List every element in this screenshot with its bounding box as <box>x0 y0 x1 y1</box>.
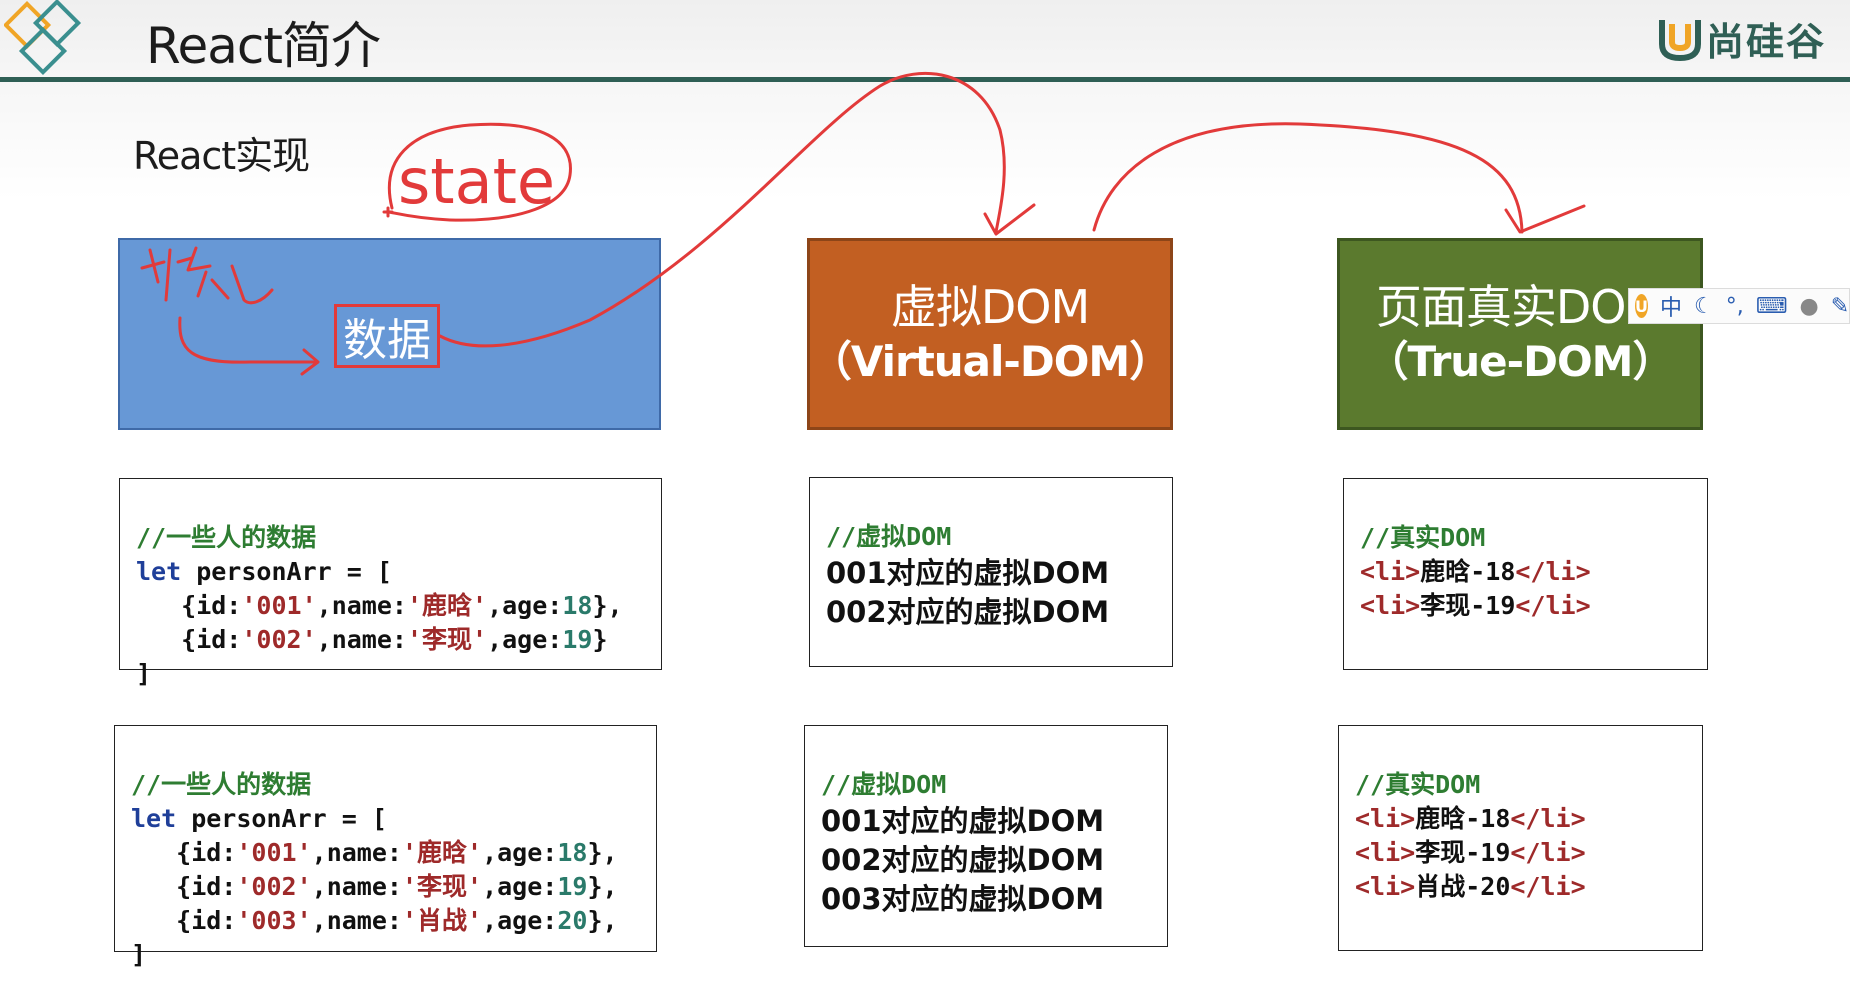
code-name: '李现' <box>406 625 488 654</box>
code-age: 20 <box>557 906 588 935</box>
code-id: '002' <box>236 872 312 901</box>
code-tag-open: <li> <box>1355 838 1416 867</box>
code-obj-mid: ,name: <box>311 872 402 901</box>
code-tag-close: </li> <box>1515 557 1591 586</box>
page-title: React简介 <box>146 17 381 75</box>
keyboard-icon[interactable]: ⌨ <box>1755 293 1788 319</box>
code-li-text: 李现-19 <box>1420 591 1516 620</box>
code-li-text: 鹿晗-18 <box>1420 557 1516 586</box>
code-real-row-2: //真实DOM <li>鹿晗-18</li> <li>李现-19</li> <l… <box>1338 725 1703 951</box>
virtual-dom-title: 虚拟DOM <box>890 280 1090 334</box>
code-comment: //虚拟DOM <box>821 770 947 799</box>
code-tag-close: </li> <box>1515 591 1591 620</box>
code-keyword: let <box>131 804 177 833</box>
code-close: ] <box>131 940 147 969</box>
code-obj-end: }, <box>592 591 623 620</box>
code-tag-close: </li> <box>1510 804 1586 833</box>
code-tag-open: <li> <box>1360 591 1421 620</box>
code-comment: //真实DOM <box>1360 523 1486 552</box>
wrench-icon[interactable]: ✎ <box>1830 293 1850 319</box>
virtual-line: 002对应的虚拟DOM <box>821 843 1105 877</box>
code-age: 19 <box>562 625 593 654</box>
code-comment: //一些人的数据 <box>131 770 312 799</box>
virtual-line: 001对应的虚拟DOM <box>821 804 1105 838</box>
moon-icon[interactable]: ☾ <box>1694 293 1714 319</box>
code-obj-end: }, <box>587 838 618 867</box>
state-annotation: state <box>398 145 555 218</box>
logo-diamonds-icon <box>4 0 82 76</box>
code-text: personArr = [ <box>181 557 392 586</box>
code-age-key: ,age: <box>482 838 558 867</box>
code-tag-close: </li> <box>1510 872 1586 901</box>
code-age-key: ,age: <box>482 872 558 901</box>
code-id: '001' <box>241 591 317 620</box>
code-obj-mid: ,name: <box>311 838 402 867</box>
data-label: 数据 <box>334 304 440 368</box>
code-obj-mid: ,name: <box>316 625 407 654</box>
code-tag-open: <li> <box>1355 872 1416 901</box>
code-tag-open: <li> <box>1355 804 1416 833</box>
code-obj-end: } <box>592 625 608 654</box>
virtual-line: 002对应的虚拟DOM <box>826 595 1110 629</box>
code-id: '001' <box>236 838 312 867</box>
code-text: personArr = [ <box>176 804 387 833</box>
code-age: 19 <box>557 872 588 901</box>
state-circle <box>386 122 572 222</box>
vdom-to-rdom-arc <box>1092 122 1524 234</box>
code-data-row-2: //一些人的数据 let personArr = [ {id:'001',nam… <box>114 725 657 969</box>
code-name: '鹿晗' <box>406 591 488 620</box>
virtual-dom-subtitle: （Virtual-DOM） <box>809 337 1171 386</box>
code-obj-pre: {id: <box>176 838 237 867</box>
virtual-dom-box: 虚拟DOM （Virtual-DOM） <box>807 238 1173 430</box>
code-id: '002' <box>241 625 317 654</box>
code-obj-mid: ,name: <box>316 591 407 620</box>
code-obj-pre: {id: <box>176 906 237 935</box>
code-comment: //一些人的数据 <box>136 523 317 552</box>
code-name: '肖战' <box>401 906 483 935</box>
code-name: '李现' <box>401 872 483 901</box>
code-age: 18 <box>557 838 588 867</box>
code-age-key: ,age: <box>487 625 563 654</box>
ime-toolbar[interactable]: U 中 ☾ °, ⌨ ● ✎ <box>1628 288 1850 324</box>
user-icon[interactable]: ● <box>1799 293 1819 319</box>
code-tag-close: </li> <box>1510 838 1586 867</box>
virtual-line: 001对应的虚拟DOM <box>826 556 1110 590</box>
code-obj-end: }, <box>587 872 618 901</box>
code-tag-open: <li> <box>1360 557 1421 586</box>
code-close: ] <box>136 659 152 688</box>
code-li-text: 鹿晗-18 <box>1415 804 1511 833</box>
code-age: 18 <box>562 591 593 620</box>
real-dom-subtitle: （True-DOM） <box>1366 337 1675 386</box>
real-dom-box: 页面真实DOM （True-DOM） <box>1337 238 1703 430</box>
code-comment: //虚拟DOM <box>826 522 952 551</box>
code-age-key: ,age: <box>482 906 558 935</box>
brand-logo: 尚硅谷 <box>1658 10 1826 66</box>
code-obj-end: }, <box>587 906 618 935</box>
punctuation-icon[interactable]: °, <box>1725 293 1744 319</box>
ime-mode[interactable]: 中 <box>1660 296 1683 321</box>
header-divider <box>0 77 1850 82</box>
code-age-key: ,age: <box>487 591 563 620</box>
code-li-text: 肖战-20 <box>1415 872 1511 901</box>
brand-badge-icon <box>1658 20 1701 62</box>
virtual-line: 003对应的虚拟DOM <box>821 882 1105 916</box>
code-keyword: let <box>136 557 182 586</box>
real-dom-title: 页面真实DOM <box>1375 280 1665 334</box>
code-obj-pre: {id: <box>181 625 242 654</box>
code-li-text: 李现-19 <box>1415 838 1511 867</box>
code-obj-pre: {id: <box>181 591 242 620</box>
section-subtitle: React实现 <box>133 134 310 178</box>
code-obj-pre: {id: <box>176 872 237 901</box>
code-virtual-row-1: //虚拟DOM 001对应的虚拟DOM 002对应的虚拟DOM <box>809 477 1173 667</box>
code-id: '003' <box>236 906 312 935</box>
brand-text: 尚硅谷 <box>1705 19 1826 64</box>
code-virtual-row-2: //虚拟DOM 001对应的虚拟DOM 002对应的虚拟DOM 003对应的虚拟… <box>804 725 1168 947</box>
code-comment: //真实DOM <box>1355 770 1481 799</box>
code-obj-mid: ,name: <box>311 906 402 935</box>
ime-badge[interactable]: U <box>1635 294 1648 318</box>
code-data-row-1: //一些人的数据 let personArr = [ {id:'001',nam… <box>119 478 662 688</box>
code-real-row-1: //真实DOM <li>鹿晗-18</li> <li>李现-19</li> <box>1343 478 1708 670</box>
code-name: '鹿晗' <box>401 838 483 867</box>
